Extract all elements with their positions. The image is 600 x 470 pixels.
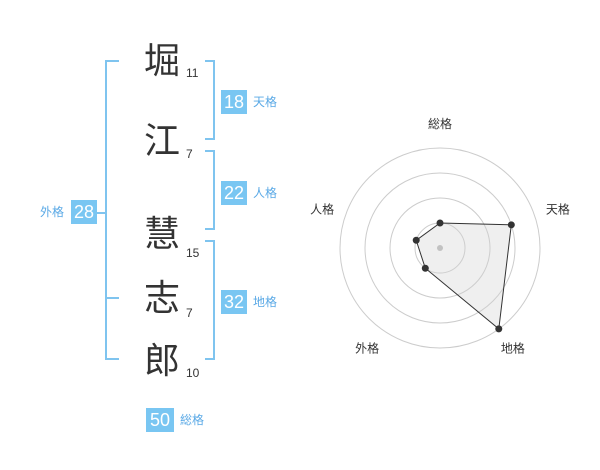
soukaku-label: 総格 — [180, 413, 205, 427]
jinkaku-bracket — [205, 150, 215, 230]
radar-axis-label-5: 人格 — [310, 202, 334, 217]
stroke-count-4: 7 — [186, 306, 193, 320]
name-char-4: 志 — [143, 278, 180, 319]
gaikaku-label: 外格 — [40, 205, 65, 219]
name-char-1: 堀 — [143, 41, 180, 82]
soukaku-value: 50 — [146, 408, 174, 432]
radar-point-2 — [507, 221, 515, 229]
radar-axis-label-3: 地格 — [501, 340, 525, 355]
chikaku-bracket — [205, 240, 215, 360]
jinkaku-value: 22 — [221, 181, 247, 205]
jinkaku-label: 人格 — [253, 186, 278, 200]
radar-axis-label-4: 外格 — [355, 340, 379, 355]
radar-point-5 — [412, 236, 420, 244]
tenkaku-label: 天格 — [253, 95, 278, 109]
chikaku-value: 32 — [221, 290, 247, 314]
stroke-count-1: 11 — [186, 66, 199, 80]
stroke-count-3: 15 — [186, 246, 200, 260]
radar-polygon — [415, 222, 512, 330]
stroke-count-2: 7 — [186, 147, 193, 161]
radar-axis-label-2: 天格 — [546, 202, 570, 217]
name-char-2: 江 — [143, 121, 180, 162]
name-char-3: 慧 — [143, 214, 180, 255]
radar-point-1 — [436, 219, 444, 227]
radar-point-4 — [421, 264, 429, 272]
gaikaku-connector — [93, 212, 105, 214]
gaikaku-value: 28 — [71, 200, 97, 224]
tenkaku-bracket — [205, 60, 215, 140]
radar-point-3 — [495, 325, 503, 333]
radar-axis-label-1: 総格 — [428, 116, 452, 131]
tenkaku-value: 18 — [221, 90, 247, 114]
chikaku-label: 地格 — [253, 295, 278, 309]
radar-rings — [339, 147, 541, 349]
gaikaku-bracket — [105, 60, 119, 360]
radar-points — [412, 219, 515, 333]
name-char-5: 郎 — [143, 341, 180, 382]
radar-center-dot — [437, 245, 443, 251]
stroke-count-5: 10 — [186, 366, 200, 380]
gaikaku-bracket-divider — [105, 297, 119, 299]
